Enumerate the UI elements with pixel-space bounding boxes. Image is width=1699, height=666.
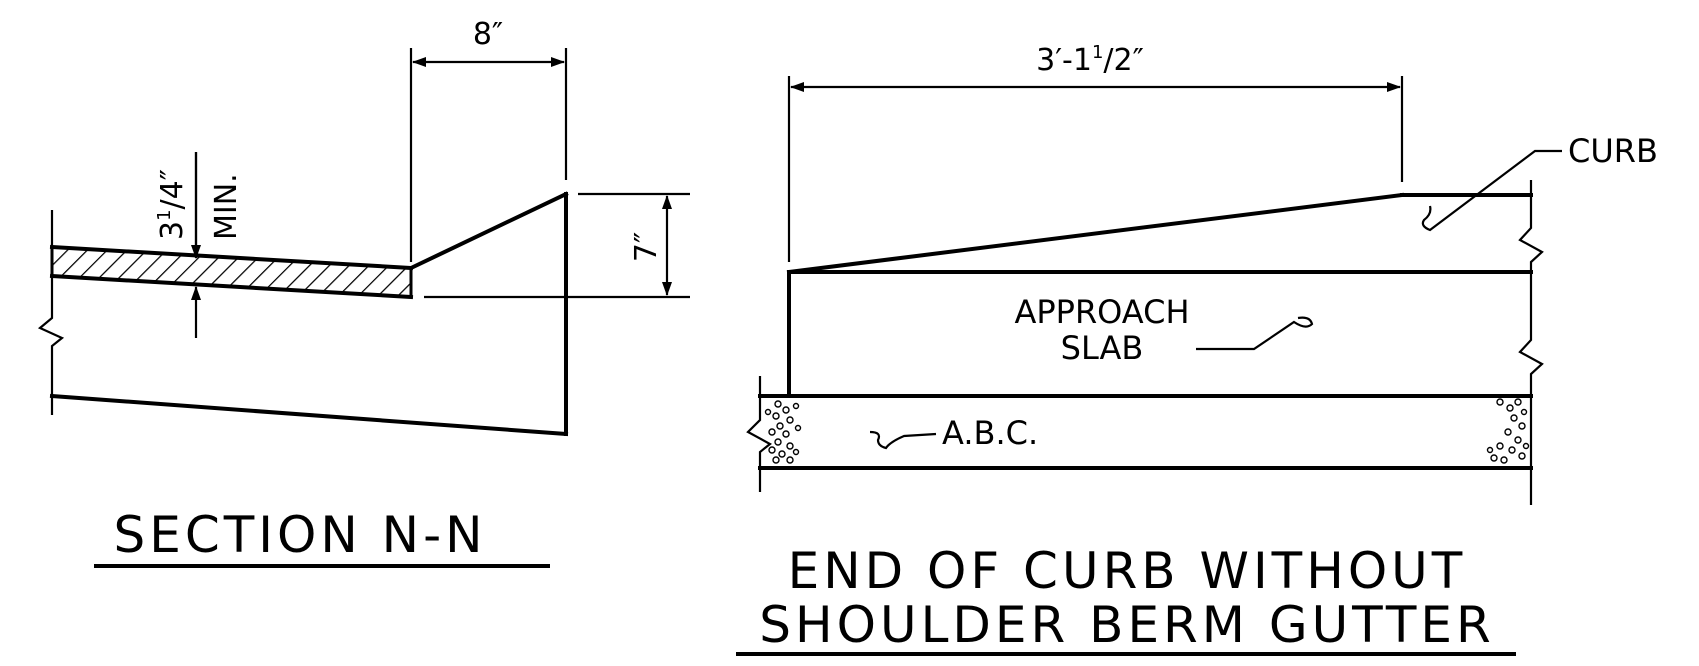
- end-of-curb-title-line2: SHOULDER BERM GUTTER: [759, 596, 1494, 654]
- slab-leader-line: [1196, 316, 1314, 351]
- overlay-hatch: [50, 245, 413, 299]
- slab-bottom-line: [49, 393, 569, 437]
- abc-stone-texture-left: [764, 400, 802, 464]
- dim-thk-label: 31/4″: [154, 169, 190, 240]
- curb-slope-line: [786, 192, 1405, 275]
- left-break-line: [746, 376, 772, 492]
- left-break-line: [37, 210, 65, 415]
- label-curb: CURB: [1568, 132, 1658, 170]
- end-of-curb-title-line1: END OF CURB WITHOUT: [788, 542, 1467, 600]
- slab-top-line: [49, 244, 414, 271]
- label-slab-line1: APPROACH: [1014, 293, 1189, 331]
- section-nn: 8″ 7″ 31/4″ MIN. SECTION N-N: [37, 17, 690, 568]
- dim-8-label: 8″: [473, 17, 503, 52]
- svg-text:31/4″: 31/4″: [154, 169, 190, 240]
- curb-slope-line: [408, 191, 569, 271]
- label-abc: A.B.C.: [942, 414, 1038, 452]
- abc-leader-line: [869, 430, 937, 450]
- right-break-line: [1518, 180, 1544, 505]
- label-slab-line2: SLAB: [1061, 329, 1144, 367]
- dim-len-label: 3′-11/2″: [1036, 42, 1144, 78]
- curb-leader-line: [1421, 149, 1562, 232]
- abc-stone-texture-right: [1486, 398, 1530, 464]
- section-nn-title: SECTION N-N: [113, 506, 486, 564]
- dim-thk-min-label: MIN.: [209, 173, 244, 240]
- slab-under-hatch-line: [49, 273, 414, 300]
- end-of-curb: 3′-11/2″ C: [736, 42, 1658, 656]
- dim-7-label: 7″: [629, 232, 664, 262]
